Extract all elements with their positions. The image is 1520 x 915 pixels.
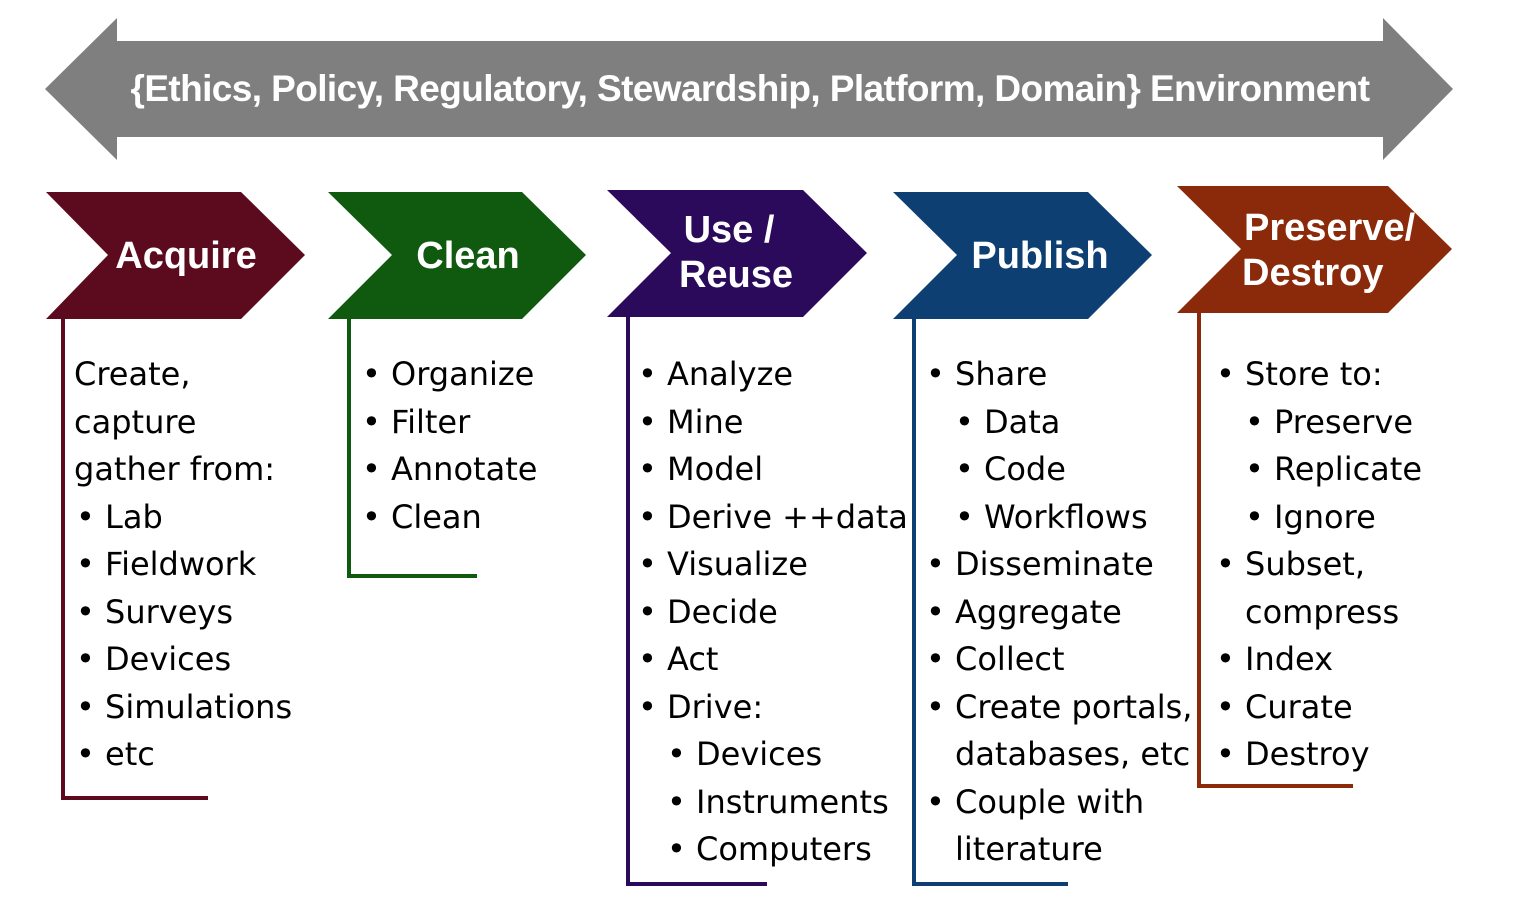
list-item: Fieldwork <box>74 541 292 589</box>
list-item: capture <box>74 402 197 441</box>
list-item: Create, <box>74 355 191 393</box>
list-item: Visualize <box>636 541 908 589</box>
list-item: Lab <box>74 494 292 542</box>
list-item: Index <box>1214 636 1422 684</box>
list-item: Devices <box>636 731 908 779</box>
list-item: Drive: <box>636 684 908 732</box>
list-item: Workflows <box>924 494 1192 542</box>
list-item: Destroy <box>1214 731 1422 779</box>
list-item: Ignore <box>1214 494 1422 542</box>
list-item: Analyze <box>636 351 908 399</box>
list-item: Code <box>924 446 1192 494</box>
list-item: Share <box>924 351 1192 399</box>
list-item: Instruments <box>636 779 908 827</box>
clean-list: Organize Filter Annotate Clean <box>360 351 537 541</box>
environment-banner-text: {Ethics, Policy, Regulatory, Stewardship… <box>130 68 1371 109</box>
list-item: Computers <box>636 826 908 874</box>
list-item: Model <box>636 446 908 494</box>
list-item: compress <box>1245 592 1400 631</box>
list-item: Clean <box>360 494 537 542</box>
list-item: Decide <box>636 589 908 637</box>
stage-label-line: Use / <box>683 209 775 251</box>
list-item: Create portals, <box>924 684 1192 732</box>
list-item: Data <box>924 399 1192 447</box>
publish-list: Share Data Code Workflows Disseminate Ag… <box>924 351 1192 874</box>
stage-label-clean: Clean <box>416 235 520 277</box>
use-reuse-list: Analyze Mine Model Derive ++data Visuali… <box>636 351 908 874</box>
stage-label-publish: Publish <box>971 235 1109 277</box>
list-item: Devices <box>74 636 292 684</box>
list-item: Organize <box>360 351 537 399</box>
list-item: Curate <box>1214 684 1422 732</box>
stage-label-line: Destroy <box>1242 252 1384 294</box>
list-item: databases, etc <box>955 735 1191 773</box>
list-item: Derive ++data <box>636 494 908 542</box>
list-item: Preserve <box>1214 399 1422 447</box>
list-item: Simulations <box>74 684 292 732</box>
list-item: Couple with <box>924 779 1192 827</box>
list-item: Store to: <box>1214 351 1422 399</box>
list-item: Subset, <box>1214 541 1422 589</box>
stage-label-line: Reuse <box>678 254 794 296</box>
list-item: Mine <box>636 399 908 447</box>
list-item: Collect <box>924 636 1192 684</box>
list-item: Annotate <box>360 446 537 494</box>
acquire-list: Create, capture gather from: Lab Fieldwo… <box>74 351 292 779</box>
list-item: etc <box>74 731 292 779</box>
stage-label-acquire: Acquire <box>115 235 257 277</box>
stage-label-preserve-destroy: Preserve/ Destroy <box>1232 206 1432 296</box>
environment-arrow-shape <box>45 18 1453 160</box>
list-item: Filter <box>360 399 537 447</box>
list-item: Disseminate <box>924 541 1192 589</box>
list-item: Surveys <box>74 589 292 637</box>
stage-label-use-reuse: Use / Reuse <box>656 208 816 298</box>
list-item: gather from: <box>74 450 276 488</box>
list-item: Act <box>636 636 908 684</box>
list-item: Aggregate <box>924 589 1192 637</box>
preserve-destroy-list: Store to: Preserve Replicate Ignore Subs… <box>1214 351 1422 779</box>
list-item: Replicate <box>1214 446 1422 494</box>
list-item: literature <box>955 830 1103 868</box>
stage-label-line: Preserve/ <box>1244 207 1416 249</box>
